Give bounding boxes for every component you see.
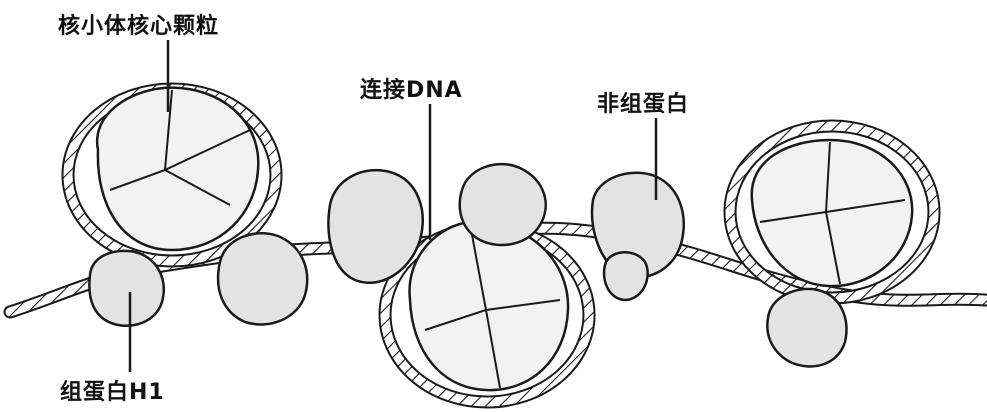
non-histone-label: 非组蛋白 bbox=[597, 86, 689, 118]
protein-blob-right bbox=[767, 289, 846, 367]
linker-dna-label: 连接DNA bbox=[360, 72, 463, 104]
protein-blob-3 bbox=[460, 164, 546, 245]
histone-h1-blob bbox=[89, 251, 163, 326]
non-histone-protein bbox=[592, 173, 684, 300]
core-particle-label: 核小体核心颗粒 bbox=[58, 8, 219, 40]
protein-blob-1 bbox=[218, 233, 307, 324]
histone-h1-label: 组蛋白H1 bbox=[60, 374, 165, 406]
nucleosome-core-right bbox=[730, 126, 934, 298]
